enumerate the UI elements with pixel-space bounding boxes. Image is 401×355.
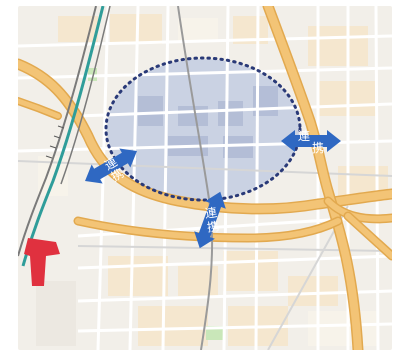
link-text-south-1: 連 <box>204 205 218 221</box>
double-arrow-icon <box>194 191 226 249</box>
link-marker-south[interactable] <box>189 188 230 252</box>
link-text-east-2: 携 <box>312 140 324 155</box>
double-arrow-icon <box>281 130 341 152</box>
link-text-east-1: 連 <box>298 129 310 143</box>
double-arrow-icon <box>85 148 137 184</box>
map-canvas: 連 携 連 携 連 携 <box>18 6 392 350</box>
city-map[interactable]: 連 携 連 携 連 携 <box>18 6 392 350</box>
link-marker-east[interactable] <box>281 130 341 152</box>
link-label-south: 連 携 <box>204 205 220 234</box>
link-marker-west[interactable] <box>80 141 143 190</box>
dotted-ellipse <box>104 56 302 202</box>
link-label-east: 連 携 <box>298 129 324 155</box>
landmark-red-building <box>24 238 60 286</box>
city-blocks <box>36 14 388 346</box>
highlighted-district <box>107 59 299 199</box>
link-text-south-2: 携 <box>206 218 220 235</box>
